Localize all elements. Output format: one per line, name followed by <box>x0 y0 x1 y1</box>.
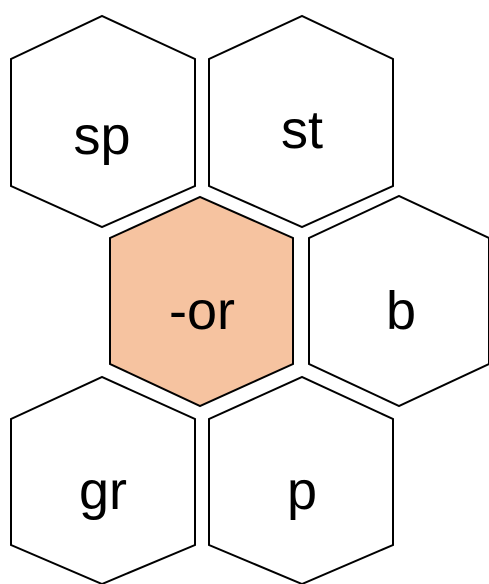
hex-tile-or-label: -or <box>169 281 235 341</box>
hex-tile-b[interactable]: b <box>308 194 489 408</box>
hex-tile-b-label: b <box>386 281 416 341</box>
hex-tile-st-label: st <box>281 100 323 160</box>
hex-tile-sp-label: sp <box>73 106 130 166</box>
hex-tile-or-shape <box>109 195 294 408</box>
hex-tile-p-shape <box>208 375 394 584</box>
hex-tile-p-label: p <box>287 461 317 521</box>
hex-tile-b-shape <box>308 194 489 408</box>
hex-tile-st[interactable]: st <box>208 14 394 229</box>
hex-tile-sp-shape <box>10 14 196 229</box>
hex-tile-sp[interactable]: sp <box>10 14 196 229</box>
hex-tile-st-shape <box>208 14 394 229</box>
hex-tile-p[interactable]: p <box>208 375 394 584</box>
hex-tile-or[interactable]: -or <box>109 195 294 408</box>
hex-tile-gr-label: gr <box>79 461 127 521</box>
hex-tile-gr[interactable]: gr <box>10 375 196 584</box>
hex-tile-gr-shape <box>10 375 196 584</box>
